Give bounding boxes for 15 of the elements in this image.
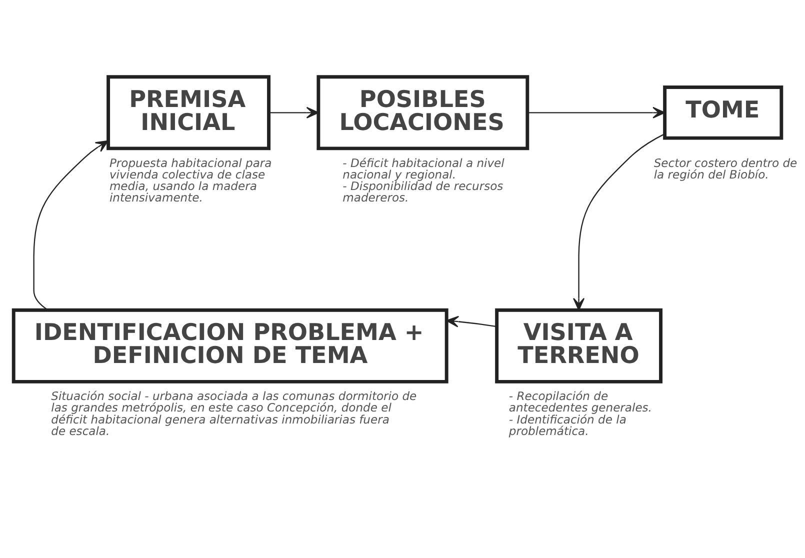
node-label: - Recopilación de antecedentes generales. xyxy=(508,388,652,414)
arrow xyxy=(32,140,108,310)
arrow xyxy=(446,315,496,327)
arrow xyxy=(572,133,664,310)
node-box: POSIBLES LOCACIONES xyxy=(316,74,529,150)
node-box: TOME xyxy=(662,85,783,140)
node-label: Situación social - urbana asociada a las comunas dormitorio de las grandes metrópolis, en este caso Concepción, donde el déficit habitacional genera alternativas inmobiliarias fuera de escala. xyxy=(50,388,416,438)
node-box: VISITA A TERRENO xyxy=(494,308,662,383)
node-box: IDENTIFICACION PROBLEMA + DEFINICION DE TEMA xyxy=(11,308,448,383)
node-label: Propuesta habitacional para vivienda colectiva de clase media, usando la madera intensivamente. xyxy=(108,155,272,204)
node-label: Sector costero dentro de la región del Biobío. xyxy=(653,155,797,181)
arrow xyxy=(268,106,318,118)
arrow xyxy=(527,106,665,118)
node-box: PREMISA INICIAL xyxy=(106,74,270,150)
node-label: - Déficit habitacional a nivel nacional y regional. xyxy=(342,155,504,181)
